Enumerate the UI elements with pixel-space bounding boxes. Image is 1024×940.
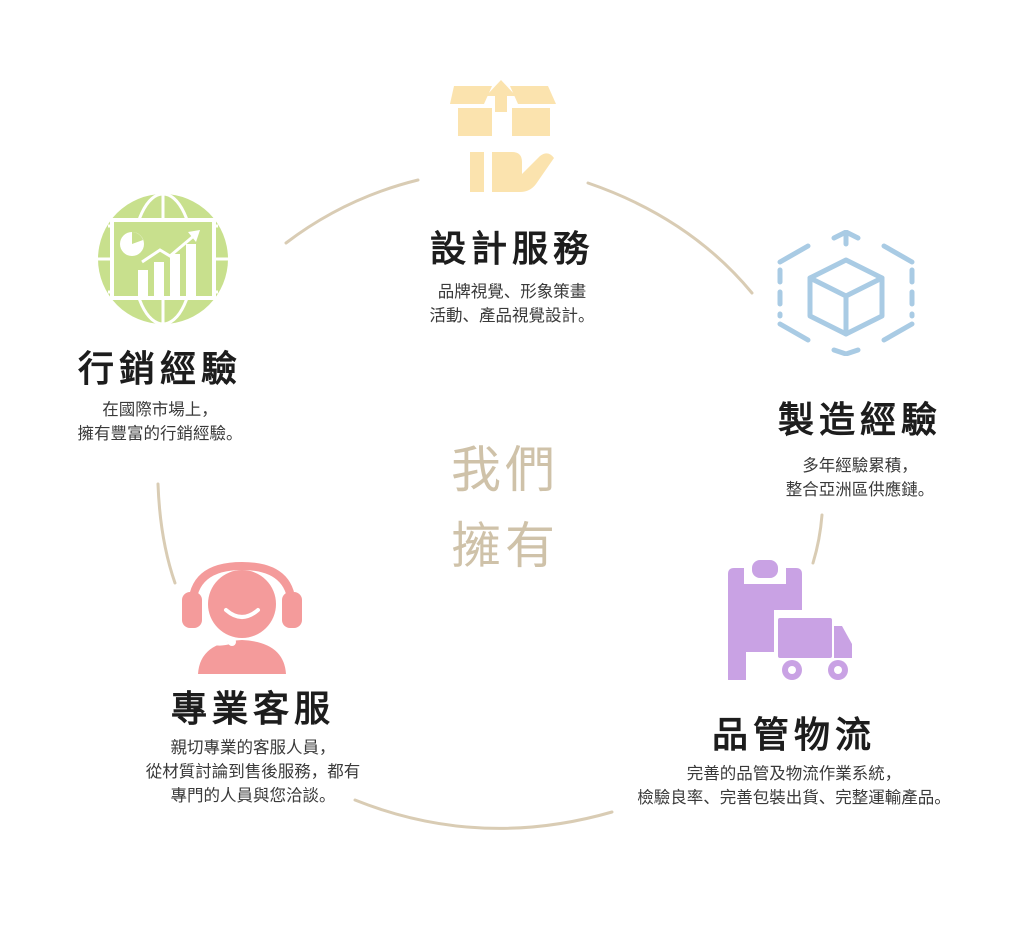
node-title: 行銷經驗 bbox=[77, 349, 242, 390]
center-line-1: 我們 bbox=[451, 441, 559, 499]
node-description: 多年經驗累積， 整合亞洲區供應鏈。 bbox=[785, 456, 935, 499]
node-manufacturing: 製造經驗 多年經驗累積， 整合亞洲區供應鏈。 bbox=[740, 226, 980, 506]
node-description: 完善的品管及物流作業系統， 檢驗良率、完善包裝出貨、完整運輸產品。 bbox=[637, 764, 951, 807]
cube-icon bbox=[777, 230, 915, 356]
arc-qc-service bbox=[353, 798, 614, 830]
node-description: 在國際市場上， 擁有豐富的行銷經驗。 bbox=[77, 400, 243, 443]
node-description: 親切專業的客服人員， 從材質討論到售後服務，都有 專門的人員與您洽談。 bbox=[145, 738, 361, 805]
clipboard-truck-icon bbox=[728, 560, 852, 680]
center-title: 我們 擁有 bbox=[420, 432, 590, 584]
node-description: 品牌視覺、形象策畫 活動、產品視覺設計。 bbox=[429, 282, 595, 325]
node-marketing: 行銷經驗 在國際市場上， 擁有豐富的行銷經驗。 bbox=[50, 192, 270, 452]
center-line-2: 擁有 bbox=[451, 517, 559, 575]
node-title: 設計服務 bbox=[429, 229, 594, 270]
arc-manufacturing-qc bbox=[811, 513, 824, 565]
box-hand-icon bbox=[450, 80, 556, 192]
arc-service-marketing bbox=[156, 482, 177, 585]
headset-agent-icon bbox=[182, 562, 302, 674]
arc-design-manufacturing bbox=[586, 181, 754, 295]
globe-chart-icon bbox=[98, 192, 228, 326]
node-title: 製造經驗 bbox=[777, 400, 942, 441]
node-qc: 品管物流 完善的品管及物流作業系統， 檢驗良率、完善包裝出貨、完整運輸產品。 bbox=[594, 556, 994, 816]
node-service: 專業客服 親切專業的客服人員， 從材質討論到售後服務，都有 專門的人員與您洽談。 bbox=[138, 556, 368, 816]
node-design: 設計服務 品牌視覺、形象策畫 活動、產品視覺設計。 bbox=[392, 70, 632, 330]
node-title: 專業客服 bbox=[170, 689, 335, 730]
node-title: 品管物流 bbox=[711, 715, 876, 756]
arc-marketing-design bbox=[284, 178, 420, 245]
